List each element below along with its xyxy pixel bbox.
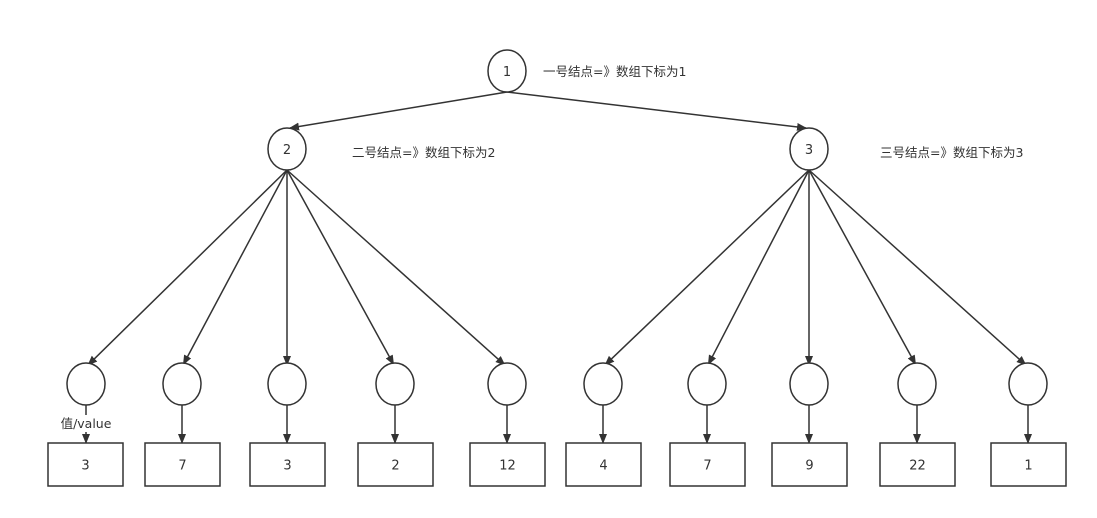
leaf-node: 7	[669, 362, 746, 487]
leaf-node: 3	[47, 362, 124, 487]
leaf-node-circle	[897, 362, 937, 406]
leaf-value-box	[469, 442, 546, 487]
root-node-label: 1	[503, 65, 511, 80]
leaf-node: 2	[357, 362, 434, 487]
child-node-3: 3	[789, 127, 829, 171]
root-node-circle	[487, 49, 527, 93]
child-node-3-label: 3	[805, 143, 813, 158]
leaf-value-label: 12	[499, 459, 516, 474]
leaf-value-label: 7	[703, 459, 711, 474]
leaf-node-circle	[789, 362, 829, 406]
edge-root-to-node-2	[289, 91, 508, 131]
leaf-node-circle	[583, 362, 623, 406]
edge-root-to-node-3	[506, 91, 807, 131]
child-node-2: 2	[267, 127, 307, 171]
leaf-node: 1	[990, 362, 1067, 487]
child-node-2-circle	[267, 127, 307, 171]
leaf-node-circle	[162, 362, 202, 406]
child-node-2-label: 2	[283, 143, 291, 158]
leaf-node-circle	[687, 362, 727, 406]
child-node-3-circle	[789, 127, 829, 171]
leaf-node-circle	[267, 362, 307, 406]
edge-node-2-to-leaf-4	[286, 169, 395, 366]
root-node: 1	[487, 49, 527, 93]
leaf-value-box	[357, 442, 434, 487]
leaf-value-box	[990, 442, 1067, 487]
leaf-value-box	[47, 442, 124, 487]
leaf-value-box	[879, 442, 956, 487]
edge-node-3-to-leaf-4	[808, 169, 917, 366]
leaf-node: 22	[879, 362, 956, 487]
leaf-node: 9	[771, 362, 848, 487]
edge-node-3-to-leaf-2	[707, 169, 810, 366]
leaf-nodes: 3 7 3 2 12 4 7 9 22 1	[47, 362, 1067, 487]
leaf-value-label: 9	[805, 459, 813, 474]
edges	[87, 91, 1027, 366]
edge-node-3-to-leaf-5	[808, 169, 1027, 366]
leaf-node: 3	[249, 362, 326, 487]
leaf-node-circle	[1008, 362, 1048, 406]
leaf-node: 12	[469, 362, 546, 487]
child-node-3-annotation: 三号结点=》数组下标为3	[880, 145, 1023, 160]
leaf-value-label: 7	[178, 459, 186, 474]
value-edge-label: 值/value	[61, 416, 112, 431]
edge-node-2-to-leaf-2	[182, 169, 288, 366]
child-node-2-annotation: 二号结点=》数组下标为2	[352, 145, 495, 160]
leaf-value-box	[144, 442, 221, 487]
leaf-value-label: 3	[81, 459, 89, 474]
leaf-node: 4	[565, 362, 642, 487]
leaf-value-label: 4	[599, 459, 607, 474]
leaf-value-box	[249, 442, 326, 487]
edge-node-2-to-leaf-5	[286, 169, 506, 366]
leaf-value-label: 22	[909, 459, 926, 474]
edge-node-3-to-leaf-1	[604, 169, 810, 366]
value-label-bg	[58, 415, 114, 432]
leaf-value-box	[771, 442, 848, 487]
leaf-value-box	[669, 442, 746, 487]
root-annotation: 一号结点=》数组下标为1	[543, 64, 686, 79]
leaf-node: 7	[144, 362, 221, 487]
leaf-value-label: 1	[1024, 459, 1032, 474]
leaf-node-circle	[375, 362, 415, 406]
edge-node-2-to-leaf-1	[87, 169, 288, 366]
leaf-node-circle	[487, 362, 527, 406]
leaf-value-label: 3	[283, 459, 291, 474]
leaf-node-circle	[66, 362, 106, 406]
leaf-value-label: 2	[391, 459, 399, 474]
leaf-value-box	[565, 442, 642, 487]
